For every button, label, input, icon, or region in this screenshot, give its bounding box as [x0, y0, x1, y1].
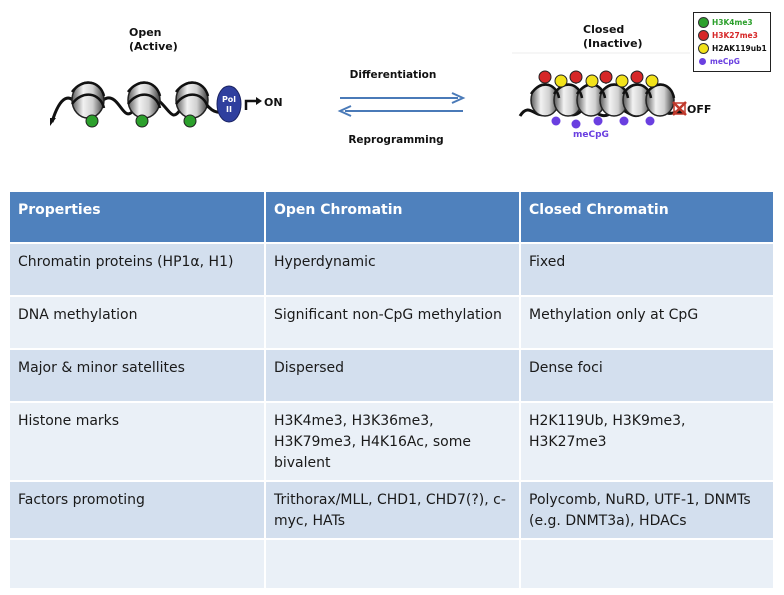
table-cell: Dispersed [265, 349, 521, 403]
differentiation-arrow [340, 92, 466, 104]
h3k4me3-mark [183, 114, 197, 128]
pol-ii-label-line1: Pol [222, 95, 236, 104]
table-cell: Dense foci [520, 349, 775, 403]
open-state-subtitle: (Active) [129, 40, 178, 53]
table-cell: Chromatin proteins (HP1α, H1) [10, 243, 266, 297]
header-properties: Properties [10, 192, 266, 244]
table-cell: H2K119Ub, H3K9me3, H3K27me3 [520, 402, 775, 482]
table-cell: Fixed [520, 243, 775, 297]
table-cell: Major & minor satellites [10, 349, 266, 403]
table-cell: Factors promoting [10, 481, 266, 540]
histone-legend: H3K4me3 H3K27me3 H2AK119ub1 meCpG [693, 12, 771, 72]
legend-label: H3K4me3 [712, 17, 753, 27]
table-cell: DNA methylation [10, 296, 266, 350]
legend-label: H2AK119ub1 [712, 43, 767, 53]
table-cell: Trithorax/MLL, CHD1, CHD7(?), c-myc, HAT… [265, 481, 521, 540]
table-row: DNA methylation Significant non-CpG meth… [10, 296, 775, 350]
table-cell: H3K4me3, H3K36me3, H3K79me3, H4K16Ac, so… [265, 402, 521, 482]
off-switch-icon [672, 101, 687, 116]
table-row [10, 539, 775, 590]
open-state-label: Open (Active) [129, 26, 178, 54]
table-cell: Hyperdynamic [265, 243, 521, 297]
closed-state-label: Closed (Inactive) [583, 23, 643, 51]
mecpg-marks [551, 116, 655, 129]
table-row: Chromatin proteins (HP1α, H1) Hyperdynam… [10, 243, 775, 297]
open-nucleosome-3 [174, 81, 210, 119]
legend-swatch [698, 29, 709, 41]
table-cell: Polycomb, NuRD, UTF-1, DNMTs (e.g. DNMT3… [520, 481, 775, 540]
open-nucleosome-2 [126, 81, 162, 119]
mecpg-label: meCpG [573, 130, 609, 140]
closed-state-title: Closed [583, 23, 625, 36]
differentiation-label: Differentiation [350, 69, 437, 81]
diagram-canvas: Pol II ON Differentiation Reprogramming [50, 52, 711, 146]
h3k4me3-mark [135, 114, 149, 128]
pol-ii-complex [216, 85, 242, 123]
table-header-row: Properties Open Chromatin Closed Chromat… [10, 192, 775, 244]
on-label: ON [264, 96, 283, 109]
table-cell: Histone marks [10, 402, 266, 482]
pol-ii-label-line2: II [226, 105, 232, 114]
table-row: Histone marks H3K4me3, H3K36me3, H3K79me… [10, 402, 775, 482]
legend-label: meCpG [710, 56, 740, 66]
off-label: OFF [687, 103, 711, 116]
open-state-title: Open [129, 26, 162, 39]
legend-label: H3K27me3 [712, 30, 758, 40]
open-nucleosome-1 [70, 81, 106, 119]
on-arrow-icon [244, 99, 258, 110]
legend-swatch [698, 16, 709, 28]
legend-item: meCpG [698, 55, 740, 67]
table-cell [520, 539, 775, 590]
legend-swatch [698, 42, 709, 54]
reprogramming-arrow [337, 105, 463, 117]
chromatin-properties-table: Properties Open Chromatin Closed Chromat… [10, 192, 775, 590]
header-open-chromatin: Open Chromatin [265, 192, 521, 244]
reprogramming-label: Reprogramming [348, 134, 443, 146]
chromatin-diagram: Pol II ON Differentiation Reprogramming [0, 0, 784, 180]
table-cell [265, 539, 521, 590]
table-row: Factors promoting Trithorax/MLL, CHD1, C… [10, 481, 775, 540]
header-closed-chromatin: Closed Chromatin [520, 192, 775, 244]
legend-item: H3K4me3 [698, 16, 753, 28]
legend-item: H3K27me3 [698, 29, 758, 41]
table-cell: Significant non-CpG methylation [265, 296, 521, 350]
closed-state-subtitle: (Inactive) [583, 37, 643, 50]
table-cell: Methylation only at CpG [520, 296, 775, 350]
h3k4me3-mark [85, 114, 99, 128]
legend-swatch [699, 57, 706, 65]
legend-item: H2AK119ub1 [698, 42, 767, 54]
closed-nucleosomes [529, 83, 676, 117]
table-cell [10, 539, 266, 590]
table-row: Major & minor satellites Dispersed Dense… [10, 349, 775, 403]
closed-histone-marks [538, 70, 659, 88]
